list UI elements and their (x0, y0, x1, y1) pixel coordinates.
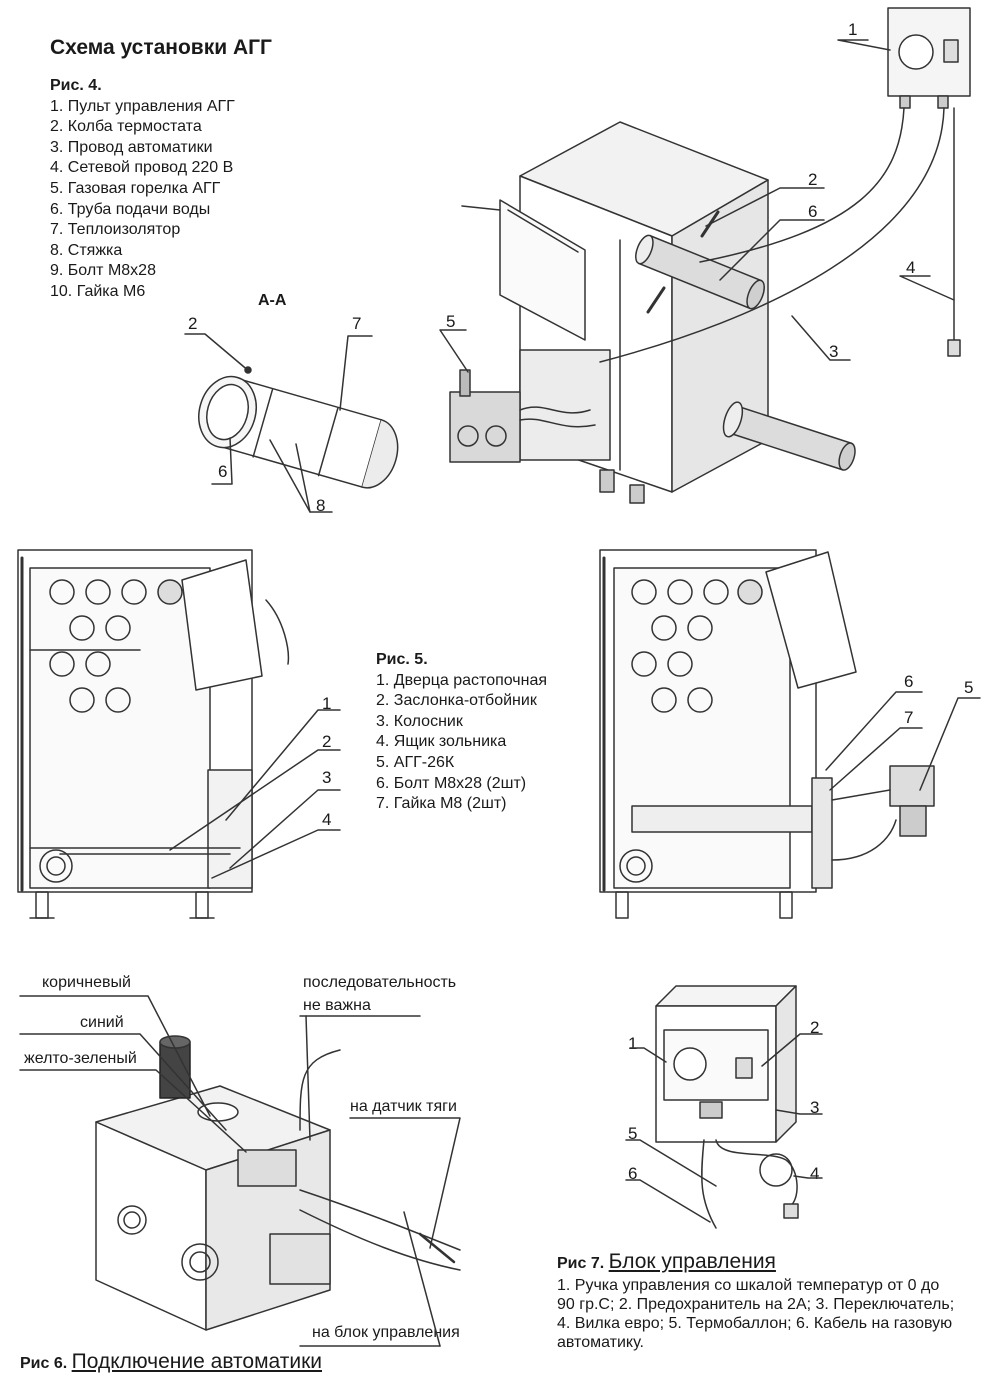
section-aa-label: А-А (258, 292, 287, 309)
wire-label-yellow-green: желто-зеленый (24, 1050, 137, 1067)
fig5-heading: Рис. 5. (376, 651, 428, 668)
fig5-item: 1. Дверца растопочная (376, 671, 548, 689)
callout-fig7-1: 1 (628, 1034, 638, 1053)
fig4-item: 6. Труба подачи воды (50, 200, 211, 218)
wire-label-sequence-1: последовательность (303, 974, 457, 991)
fig5-right-boiler (599, 549, 981, 919)
fig4-item: 5. Газовая горелка АГГ (50, 179, 221, 197)
fig6-automation-drawing (19, 995, 461, 1347)
wire-label-blue: синий (80, 1014, 124, 1031)
callout-fig7-6: 6 (628, 1164, 638, 1183)
fig7-description: 1. Ручка управления со шкалой температур… (557, 1277, 955, 1351)
callout-main-4: 4 (906, 258, 916, 277)
callout-main-6: 6 (808, 202, 818, 221)
page-title: Схема установки АГГ (50, 36, 272, 59)
callout-fig5-4: 4 (322, 810, 332, 829)
wire-label-brown: коричневый (42, 974, 131, 991)
fig5-left-boiler (17, 549, 341, 919)
callout-section-6: 6 (218, 462, 228, 481)
fig5-item: 7. Гайка М8 (2шт) (376, 795, 507, 813)
fig6-caption-number: Рис 6. (20, 1355, 68, 1372)
callout-fig5-3: 3 (322, 768, 332, 787)
callout-fig7-2: 2 (810, 1018, 820, 1037)
callout-fig5-1: 1 (322, 694, 332, 713)
wire-label-control-unit: на блок управления (312, 1324, 460, 1341)
section-aa-drawing (184, 333, 399, 513)
callout-fig7-4: 4 (810, 1164, 820, 1183)
fig5-legend: Рис. 5. 1. Дверца растопочная 2. Заслонк… (376, 650, 547, 815)
wire-label-draft-sensor: на датчик тяги (350, 1098, 457, 1115)
boiler-3d-drawing (439, 7, 971, 504)
fig4-item: 1. Пульт управления АГГ (50, 97, 235, 115)
callout-main-3: 3 (829, 342, 839, 361)
fig4-item: 3. Провод автоматики (50, 138, 213, 156)
callout-main-1: 1 (848, 20, 858, 39)
callout-main-2: 2 (808, 170, 818, 189)
fig5-item: 2. Заслонка-отбойник (376, 692, 537, 710)
callout-fig7-3: 3 (810, 1098, 820, 1117)
fig5-item: 5. АГГ-26К (376, 753, 455, 771)
fig6-caption: Рис 6. Подключение автоматики (20, 1350, 322, 1374)
fig7-caption-number: Рис 7. (557, 1255, 605, 1272)
callout-fig5-7: 7 (904, 708, 914, 727)
callout-fig5-6: 6 (904, 672, 914, 691)
callout-fig7-5: 5 (628, 1124, 638, 1143)
callout-section-2: 2 (188, 314, 198, 333)
fig4-item: 4. Сетевой провод 220 В (50, 159, 234, 177)
fig7-caption: Рис 7. Блок управления (557, 1250, 776, 1274)
fig5-item: 3. Колосник (376, 712, 463, 730)
callout-main-5: 5 (446, 312, 456, 331)
fig7-caption-title: Блок управления (608, 1250, 776, 1273)
fig5-item: 6. Болт М8х28 (2шт) (376, 774, 527, 792)
callout-fig5-2: 2 (322, 732, 332, 751)
fig4-item: 10. Гайка М6 (50, 282, 146, 300)
callout-section-7: 7 (352, 314, 362, 333)
fig7-control-box-drawing (625, 985, 823, 1229)
fig4-item: 8. Стяжка (50, 241, 123, 259)
fig4-legend: Рис. 4. 1. Пульт управления АГГ 2. Колба… (50, 76, 235, 303)
callout-fig5-5: 5 (964, 678, 974, 697)
fig4-item: 2. Колба термостата (50, 118, 202, 136)
callout-section-8: 8 (316, 496, 326, 515)
fig6-caption-title: Подключение автоматики (71, 1350, 323, 1373)
fig4-item: 7. Теплоизолятор (50, 221, 181, 239)
fig4-item: 9. Болт М8х28 (50, 262, 156, 280)
fig5-item: 4. Ящик зольника (376, 733, 507, 751)
fig4-heading: Рис. 4. (50, 77, 102, 94)
wire-label-sequence-2: не важна (303, 997, 371, 1014)
